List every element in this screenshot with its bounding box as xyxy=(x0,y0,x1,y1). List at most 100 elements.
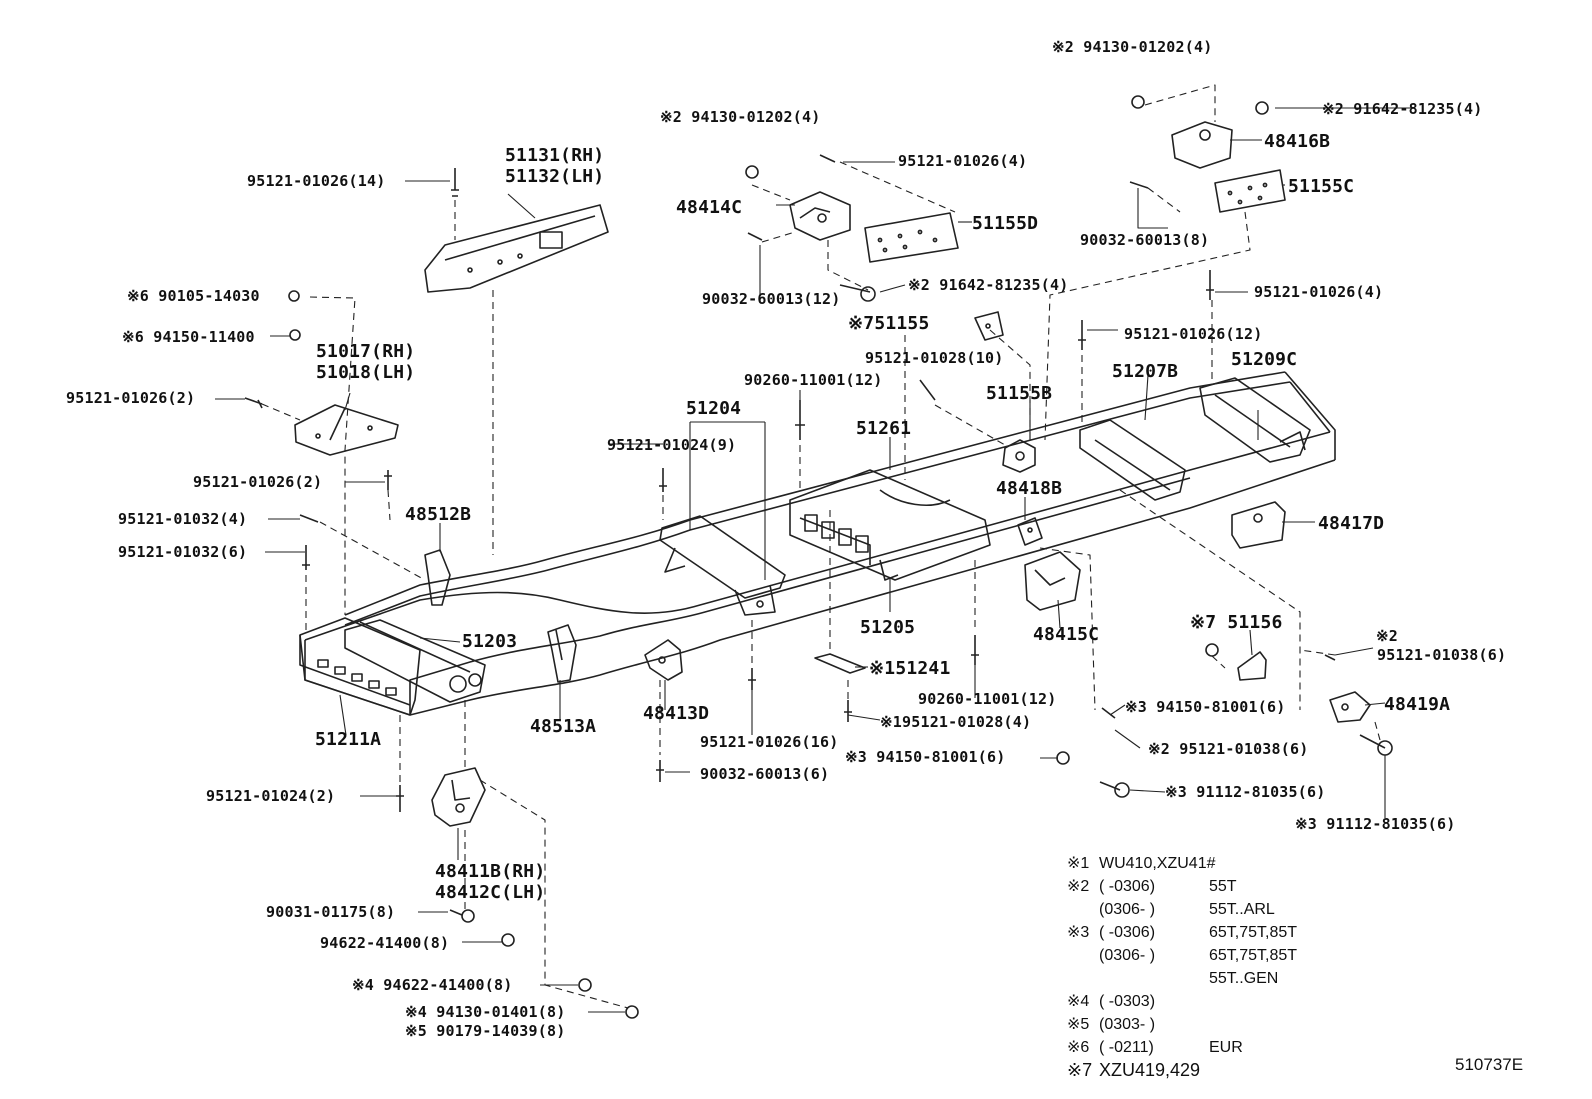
footnote-mark: ※1 xyxy=(1067,855,1090,872)
part-label: 51204 xyxy=(686,398,742,419)
part-label: 51155B xyxy=(986,383,1053,404)
bracket-51155B xyxy=(1002,439,1036,473)
footnote-range: ( -0303) xyxy=(1099,993,1156,1010)
footnote-mark: ※7 xyxy=(1067,1060,1093,1080)
cross-member-51209C xyxy=(1199,377,1311,463)
plate-51155C xyxy=(1214,169,1286,213)
footnote-text: 55T xyxy=(1209,878,1237,895)
part-label: 90032-60013(8) xyxy=(1080,231,1210,249)
part-label: ※2 95121-01038(6) xyxy=(1148,740,1309,758)
part-label: 95121-01026(12) xyxy=(1124,325,1263,343)
part-label: ※2 94130-01202(4) xyxy=(1052,38,1213,56)
part-label: 95121-01032(6) xyxy=(118,543,248,561)
part-label: ※2 94130-01202(4) xyxy=(660,108,821,126)
part-label: 48419A xyxy=(1384,694,1451,715)
part-label: 48415C xyxy=(1033,624,1100,645)
cross-member-51203 xyxy=(344,619,486,703)
cross-member-51205 xyxy=(789,469,991,581)
footnote-range: (0303- ) xyxy=(1099,1016,1156,1033)
leader-lines xyxy=(215,107,1412,1013)
part-label: ※4 94130-01401(8) xyxy=(405,1003,566,1021)
cross-member-51207B xyxy=(1079,419,1186,501)
cross-member-51211A xyxy=(299,617,421,716)
part-label: ※4 94622-41400(8) xyxy=(352,976,513,994)
part-label: 95121-01026(14) xyxy=(247,172,386,190)
footnote-mark: ※5 xyxy=(1067,1016,1090,1033)
reinforcement-51131 xyxy=(424,204,609,293)
footnote-range: (0306- ) xyxy=(1099,901,1156,918)
cross-member-51204 xyxy=(659,515,786,616)
footnote-range: ( -0306) xyxy=(1099,924,1156,941)
part-label: ※2 xyxy=(1376,627,1398,645)
part-label: 90031-01175(8) xyxy=(266,903,396,921)
part-label: 48414C xyxy=(676,197,743,218)
part-label: 48412C(LH) xyxy=(435,882,546,903)
part-label: 90032-60013(12) xyxy=(702,290,841,308)
bracket-48418B xyxy=(1017,517,1043,546)
part-label: 95121-01026(4) xyxy=(898,152,1028,170)
part-label: 95121-01026(2) xyxy=(193,473,323,491)
illustration-number: 510737E xyxy=(1455,1055,1524,1074)
part-label: 95121-01024(9) xyxy=(607,436,737,454)
part-label: ※5 90179-14039(8) xyxy=(405,1022,566,1040)
part-label: ※6 90105-14030 xyxy=(127,287,260,305)
part-label: 48417D xyxy=(1318,513,1385,534)
part-label: ※195121-01028(4) xyxy=(880,713,1032,731)
gusset-51156 xyxy=(1237,651,1267,681)
part-label: 90032-60013(6) xyxy=(700,765,830,783)
part-label: ※3 94150-81001(6) xyxy=(845,748,1006,766)
part-label: 48418B xyxy=(996,478,1063,499)
bracket-48414C xyxy=(789,191,851,241)
part-label: 90260-11001(12) xyxy=(918,690,1057,708)
part-label: 90260-11001(12) xyxy=(744,371,883,389)
bracket-48419A xyxy=(1329,691,1371,723)
footnote-mark: ※2 xyxy=(1067,878,1090,895)
footnote-text: EUR xyxy=(1209,1039,1243,1056)
part-label: 95121-01026(4) xyxy=(1254,283,1384,301)
part-label: 51155D xyxy=(972,213,1039,234)
main-frame-rails xyxy=(304,371,1336,716)
part-label: 48512B xyxy=(405,504,472,525)
footnote-text: 65T,75T,85T xyxy=(1209,924,1298,941)
part-label: ※151241 xyxy=(869,658,951,679)
bracket-48415C xyxy=(1024,551,1081,611)
footnote-text: 55T..GEN xyxy=(1209,970,1279,987)
part-label: 95121-01028(10) xyxy=(865,349,1004,367)
part-label: ※2 91642-81235(4) xyxy=(908,276,1069,294)
gusset-51155 xyxy=(974,311,1004,341)
footnote-mark: ※6 xyxy=(1067,1039,1090,1056)
part-label: 51203 xyxy=(462,631,518,652)
part-label: 51132(LH) xyxy=(505,166,605,187)
plate-51155D xyxy=(864,212,959,263)
bracket-48416B xyxy=(1171,121,1233,169)
footnote-mark: ※3 xyxy=(1067,924,1090,941)
footnote-text: 65T,75T,85T xyxy=(1209,947,1298,964)
part-label: 51131(RH) xyxy=(505,145,605,166)
part-label: 48411B(RH) xyxy=(435,861,546,882)
part-label: 51155C xyxy=(1288,176,1355,197)
footnote-mark: ※4 xyxy=(1067,993,1090,1010)
footnote-range: XZU419,429 xyxy=(1099,1060,1201,1080)
part-label: ※7 51156 xyxy=(1190,612,1283,633)
part-label: 51018(LH) xyxy=(316,362,416,383)
part-label: 48413D xyxy=(643,703,710,724)
part-label: ※3 91112-81035(6) xyxy=(1295,815,1456,833)
footnote-range: ( -0306) xyxy=(1099,878,1156,895)
part-label: 95121-01026(2) xyxy=(66,389,196,407)
part-label: 51207B xyxy=(1112,361,1179,382)
footnote-range: ( -0211) xyxy=(1099,1039,1154,1056)
bracket-51017 xyxy=(294,404,399,456)
bracket-48411B xyxy=(431,767,486,827)
part-label: 51017(RH) xyxy=(316,341,416,362)
footnote-range: WU410,XZU41# xyxy=(1099,855,1216,872)
footnote-text: 55T..ARL xyxy=(1209,901,1275,918)
part-label: 48513A xyxy=(530,716,597,737)
part-label: ※3 94150-81001(6) xyxy=(1125,698,1286,716)
part-label: 95121-01032(4) xyxy=(118,510,248,528)
assembly-dashed-lines xyxy=(261,84,1381,1009)
bracket-48417D xyxy=(1231,501,1286,549)
bracket-48513A xyxy=(547,624,577,683)
part-label: 48416B xyxy=(1264,131,1331,152)
part-label: 51205 xyxy=(860,617,916,638)
